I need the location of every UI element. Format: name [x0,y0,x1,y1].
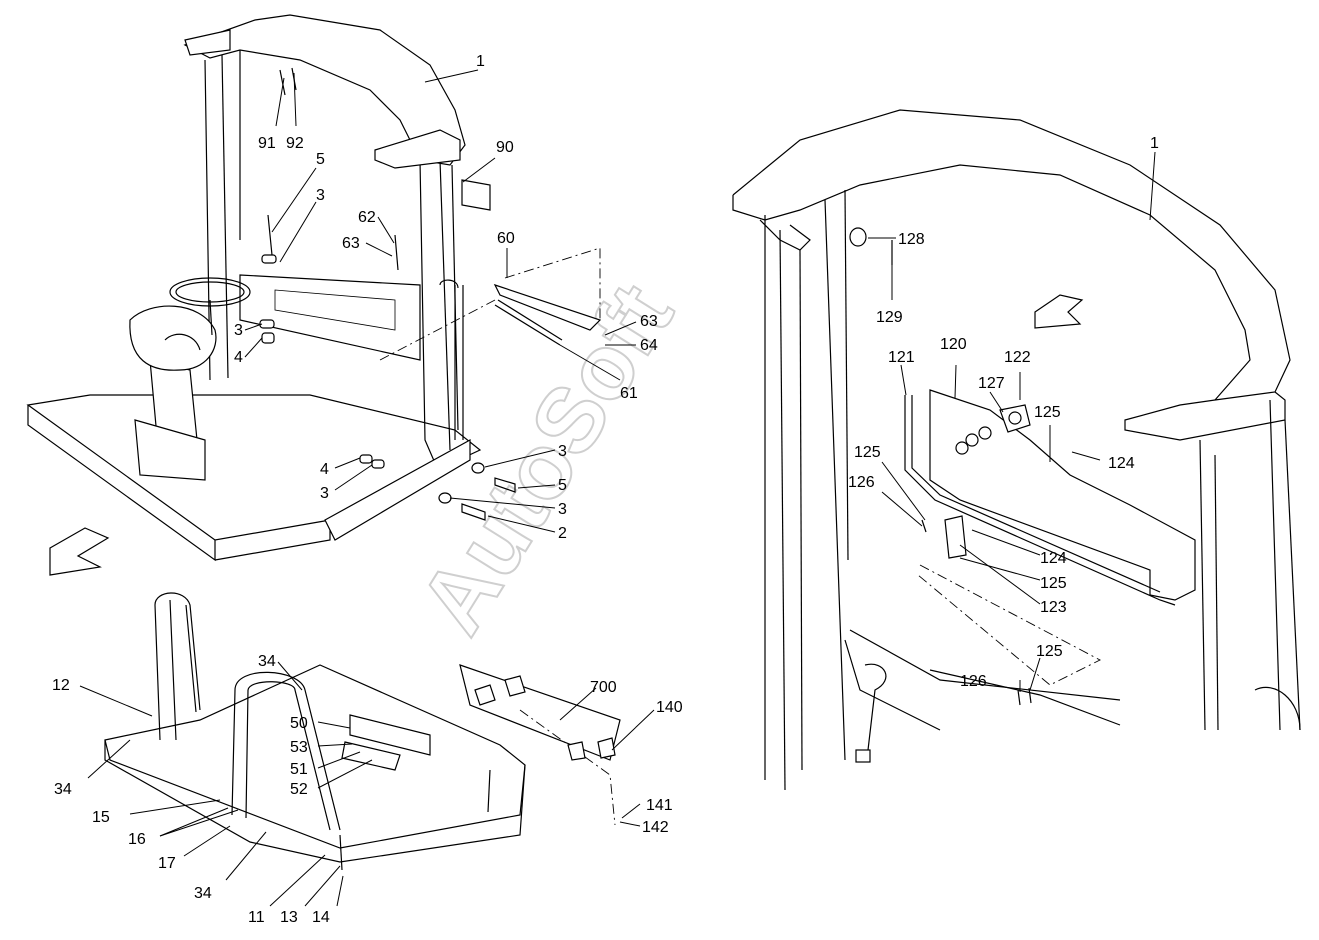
callout-52: 52 [290,781,308,798]
callout-129: 129 [876,309,903,326]
callout-5-right: 5 [558,477,567,494]
callout-125-mid: 125 [854,444,881,461]
callout-92: 92 [286,135,304,152]
callout-60: 60 [497,230,515,247]
callout-14: 14 [312,909,330,926]
callout-125-bottom: 125 [1036,643,1063,660]
callout-34-bottom: 34 [194,885,212,902]
callout-141: 141 [646,797,673,814]
callout-125-upper: 125 [1034,404,1061,421]
callout-16: 16 [128,831,146,848]
callout-700: 700 [590,679,617,696]
callout-53: 53 [290,739,308,756]
callout-34-top: 34 [258,653,276,670]
callout-3-seat: 3 [234,322,243,339]
callout-142: 142 [642,819,669,836]
callout-2: 2 [558,525,567,542]
callout-63-upper: 63 [342,235,360,252]
callout-125-lower: 125 [1040,575,1067,592]
callout-128: 128 [898,231,925,248]
callout-17: 17 [158,855,176,872]
overhead-guard-detail [732,109,1301,791]
floor-handrail-assembly [79,592,655,907]
callout-11: 11 [248,909,265,926]
callout-3-top: 3 [316,187,325,204]
callout-3-right-b: 3 [558,501,567,518]
callout-5-top: 5 [316,151,325,168]
callout-124-lower: 124 [1040,550,1067,567]
callout-4-floor: 4 [320,461,329,478]
callout-120: 120 [940,336,967,353]
callout-13: 13 [280,909,298,926]
callout-15: 15 [92,809,110,826]
callout-121: 121 [888,349,915,366]
callout-126-bottom: 126 [960,673,987,690]
callout-3-right-a: 3 [558,443,567,460]
callout-61: 61 [620,385,638,402]
cab-frame-assembly [26,14,637,576]
callout-4-seat: 4 [234,349,243,366]
callout-50: 50 [290,715,308,732]
callout-90: 90 [496,139,514,156]
callout-127: 127 [978,375,1005,392]
callout-3-floor: 3 [320,485,329,502]
callout-62: 62 [358,209,376,226]
callout-labels: 1 91 92 90 5 3 62 63 60 63 64 61 3 4 3 4… [52,53,1159,926]
callout-1-right: 1 [1150,135,1159,152]
callout-122: 122 [1004,349,1031,366]
callout-12: 12 [52,677,70,694]
callout-34-left: 34 [54,781,72,798]
callout-51: 51 [290,761,308,778]
callout-64: 64 [640,337,658,354]
callout-124-upper: 124 [1108,455,1135,472]
callout-140: 140 [656,699,683,716]
callout-91: 91 [258,135,276,152]
callout-63-lower: 63 [640,313,658,330]
callout-123: 123 [1040,599,1067,616]
callout-1-top-left: 1 [476,53,485,70]
callout-126-mid: 126 [848,474,875,491]
